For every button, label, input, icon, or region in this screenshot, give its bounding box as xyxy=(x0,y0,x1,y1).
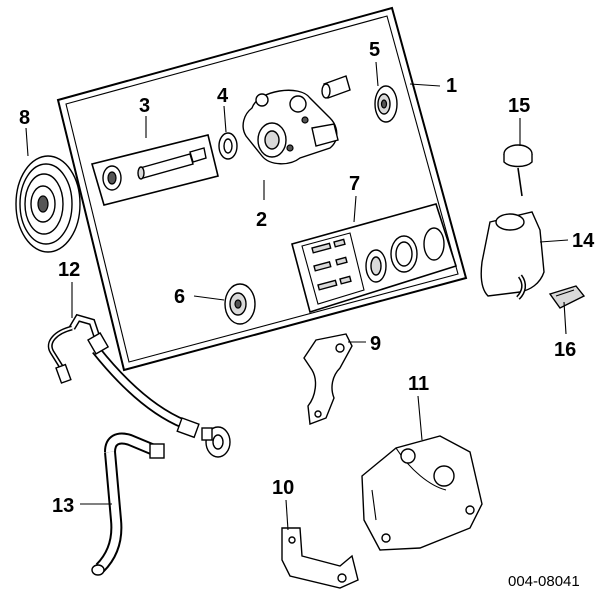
callout-5: 5 xyxy=(369,39,380,61)
callout-14: 14 xyxy=(572,230,595,252)
callout-12: 12 xyxy=(58,259,80,281)
valve-kit-box xyxy=(291,203,458,314)
callout-10: 10 xyxy=(272,477,294,499)
return-hose xyxy=(91,432,165,576)
callout-8: 8 xyxy=(19,107,30,129)
callout-1: 1 xyxy=(446,75,457,97)
callout-6: 6 xyxy=(174,286,185,308)
seal-ring xyxy=(218,132,238,160)
kit-board xyxy=(56,6,468,372)
thrust-bearing xyxy=(224,283,256,325)
callout-4: 4 xyxy=(217,85,229,107)
reservoir-cap xyxy=(503,144,533,197)
mounting-bracket xyxy=(281,527,359,589)
shaft-kit-box xyxy=(90,134,219,206)
callout-11: 11 xyxy=(408,373,429,395)
callout-16: 16 xyxy=(554,339,576,361)
bearing xyxy=(374,85,398,123)
callout-2: 2 xyxy=(256,209,267,231)
callout-13: 13 xyxy=(52,495,74,517)
retaining-clip xyxy=(548,285,586,309)
pressure-hose xyxy=(47,313,231,458)
leader-lines xyxy=(25,61,569,531)
callout-3: 3 xyxy=(139,95,150,117)
callout-7: 7 xyxy=(349,173,360,195)
pump-housing-bracket xyxy=(361,435,483,551)
callout-15: 15 xyxy=(508,95,530,117)
support-bracket xyxy=(303,333,353,425)
pump-body xyxy=(242,89,339,165)
pin xyxy=(321,75,351,99)
fluid-reservoir xyxy=(480,211,545,300)
pulley xyxy=(15,155,81,253)
callout-9: 9 xyxy=(370,333,381,355)
figure-id: 004-08041 xyxy=(508,573,580,590)
